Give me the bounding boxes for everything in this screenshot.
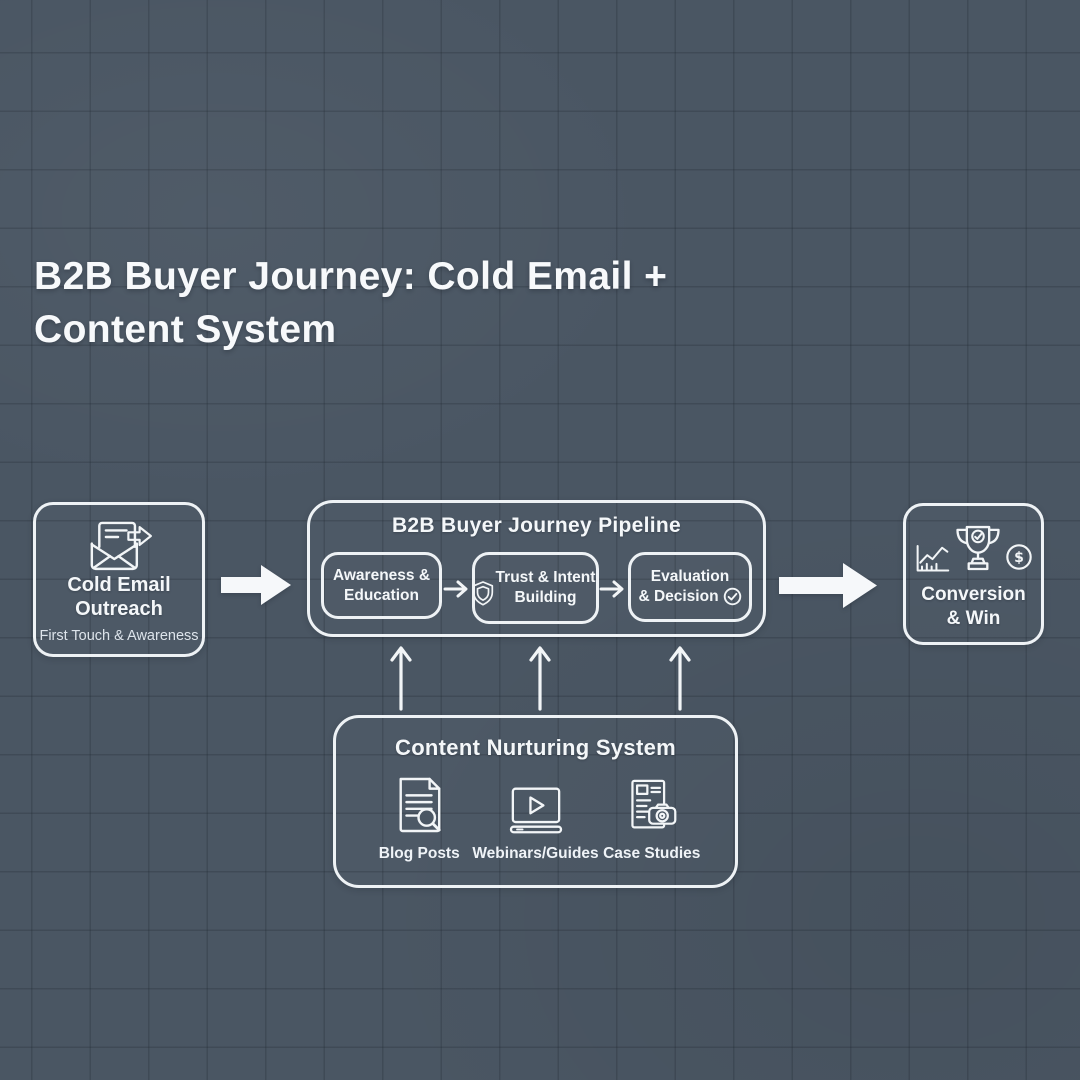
dollar-coin-icon: $ (1006, 544, 1032, 570)
conversion-title-line1: Conversion (921, 584, 1026, 605)
content-item-case-studies: Case Studies (597, 777, 708, 863)
page-title-line2: Content System (34, 308, 337, 352)
blog-post-icon (399, 777, 441, 833)
content-item-webinars-guides: Webinars/Guides (472, 785, 599, 863)
stage-trust-text: Trust & Intent Building (496, 568, 596, 608)
webinar-icon (509, 787, 562, 834)
pipeline-box: B2B Buyer Journey Pipeline Awareness & E… (307, 500, 766, 637)
flow-arrow-1-icon (221, 565, 291, 605)
pipeline-title: B2B Buyer Journey Pipeline (391, 514, 682, 537)
stage-trust-intent: Trust & Intent Building (472, 552, 599, 624)
stage-evaluation-line2: & Decision (638, 588, 719, 605)
stage-arrow-1-icon (443, 580, 468, 598)
cold-email-subtitle: First Touch & Awareness (39, 628, 199, 645)
cold-email-outreach-box: Cold Email Outreach First Touch & Awaren… (33, 502, 205, 657)
stage-awareness-label: Awareness & Education (333, 566, 430, 606)
cold-email-title: Cold Email Outreach (67, 574, 170, 621)
conversion-win-box: $ Conversion & Win (903, 503, 1044, 645)
nurture-arrow-1-icon (390, 646, 412, 711)
content-nurturing-title: Content Nurturing System (395, 735, 676, 760)
stage-awareness-line1: Awareness & (332, 566, 431, 584)
page-title: B2B Buyer Journey: Cold Email + Content … (34, 250, 814, 357)
stage-awareness-line2: Education (344, 586, 419, 604)
conversion-title: Conversion & Win (921, 583, 1026, 631)
dollar-symbol: $ (1014, 550, 1024, 566)
case-studies-label: Case Studies (603, 845, 701, 862)
stage-trust-label: Trust & Intent Building (472, 568, 596, 608)
stage-awareness-education: Awareness & Education (321, 552, 442, 619)
content-item-blog-posts: Blog Posts (364, 775, 475, 863)
stage-arrow-2-icon (599, 580, 624, 598)
stage-evaluation-line2-wrap: & Decision (638, 587, 741, 607)
stage-evaluation-label: Evaluation & Decision (638, 567, 741, 607)
content-items: Blog Posts Webinars/Guides (336, 775, 735, 863)
stage-trust-line1: Trust & Intent (495, 569, 596, 587)
trophy-icon (956, 525, 1000, 571)
case-study-icon (631, 779, 677, 829)
page-title-line1: B2B Buyer Journey: Cold Email + (34, 255, 668, 298)
check-circle-icon (723, 588, 741, 606)
flow-arrow-2-icon (779, 563, 877, 608)
email-send-icon (90, 521, 152, 571)
conversion-icons: $ (914, 518, 1033, 576)
shield-icon (472, 581, 493, 606)
stage-evaluation-line1: Evaluation (650, 568, 730, 586)
cold-email-title-line2: Outreach (75, 597, 163, 620)
blog-posts-label: Blog Posts (378, 845, 460, 862)
content-nurturing-box: Content Nurturing System Blog Posts (333, 715, 738, 888)
webinars-guides-label: Webinars/Guides (472, 845, 599, 862)
conversion-title-line2: & Win (946, 607, 1001, 629)
nurture-arrow-2-icon (529, 646, 551, 711)
cold-email-title-line1: Cold Email (67, 574, 171, 596)
stage-trust-line2: Building (514, 589, 577, 606)
stage-evaluation-decision: Evaluation & Decision (628, 552, 752, 622)
growth-chart-icon (916, 544, 950, 572)
nurture-arrow-3-icon (669, 646, 691, 711)
